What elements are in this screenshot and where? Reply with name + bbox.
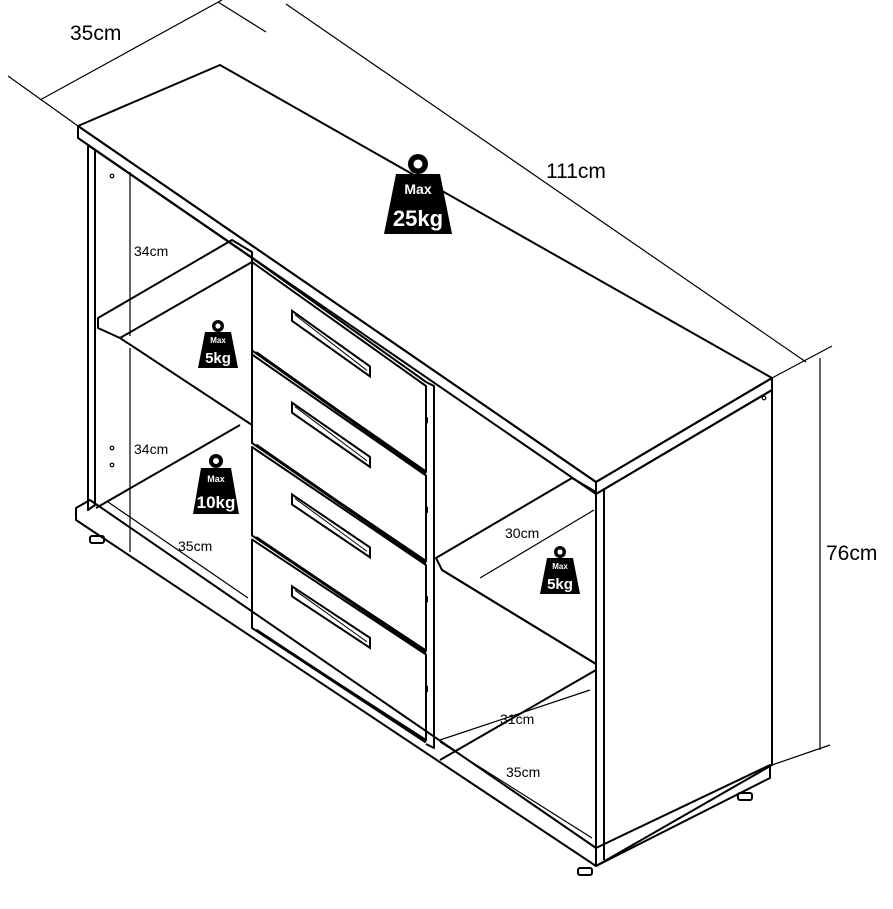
dimension-labels: 35cm 111cm 76cm 34cm 34cm 35cm 30cm 31cm… bbox=[70, 22, 877, 780]
weight-icon-top: Max 25kg bbox=[384, 154, 452, 234]
drawer-front[interactable] bbox=[251, 446, 427, 652]
dim-ext-height bbox=[771, 744, 831, 766]
drawer-shadow-edge bbox=[255, 351, 427, 475]
dim-line-depth-top bbox=[39, 0, 223, 101]
drawer-handle[interactable] bbox=[291, 584, 371, 650]
drawer-handle[interactable] bbox=[291, 492, 371, 560]
label-left-lower: 34cm bbox=[134, 441, 168, 457]
left-shelf-back-edge bbox=[119, 337, 253, 426]
foot-front bbox=[577, 867, 593, 876]
right-side-panel bbox=[595, 389, 773, 867]
foot-right bbox=[737, 792, 753, 801]
drawer-handle[interactable] bbox=[291, 308, 371, 379]
peg-hole bbox=[761, 395, 767, 401]
label-height: 76cm bbox=[826, 542, 877, 565]
label-depth-top: 35cm bbox=[70, 22, 121, 45]
dim-line-right-lower bbox=[439, 689, 591, 741]
weight-icon-left-upper: Max 5kg bbox=[198, 320, 238, 368]
dim-line-right-upper bbox=[479, 509, 595, 579]
label-right-lower: 31cm bbox=[500, 711, 534, 727]
drawer-runner-mark bbox=[425, 596, 428, 603]
dimension-lines bbox=[7, 0, 833, 839]
left-bottom-back bbox=[95, 424, 241, 509]
drawer-front[interactable] bbox=[251, 538, 427, 741]
drawer-shadow-edge bbox=[255, 443, 427, 565]
label-width-top: 111cm bbox=[546, 160, 606, 183]
dim-line-width-top bbox=[285, 3, 807, 363]
drawer-runner-mark bbox=[425, 685, 428, 692]
weight-left-lower-label: Max bbox=[207, 474, 225, 484]
weight-right-value: 5kg bbox=[547, 576, 573, 593]
weight-icon-left-lower: Max 10kg bbox=[193, 454, 239, 514]
dim-ext-width-top bbox=[771, 345, 833, 379]
drawer-top-edge bbox=[251, 257, 427, 383]
drawer-handle-detail bbox=[294, 314, 368, 371]
foot-left bbox=[89, 535, 105, 544]
right-shelf-front bbox=[441, 569, 597, 665]
drawer-runner-mark bbox=[425, 417, 428, 424]
drawer-column-right bbox=[425, 381, 435, 749]
drawer-handle-detail bbox=[294, 589, 368, 643]
drawer-runner-mark bbox=[425, 506, 428, 513]
drawer-stack bbox=[251, 261, 428, 744]
top-right-edge bbox=[595, 377, 773, 495]
label-right-upper: 30cm bbox=[505, 525, 539, 541]
label-left-bottom: 35cm bbox=[178, 538, 212, 554]
weight-left-upper-label: Max bbox=[210, 336, 226, 345]
label-right-bottom: 35cm bbox=[506, 764, 540, 780]
peg-hole bbox=[109, 173, 115, 179]
label-left-upper: 34cm bbox=[134, 243, 168, 259]
peg-hole bbox=[109, 462, 115, 468]
weight-icon-right: Max 5kg bbox=[540, 546, 580, 594]
drawer-front[interactable] bbox=[251, 353, 427, 562]
drawer-handle-detail bbox=[294, 498, 368, 552]
weight-left-lower-value: 10kg bbox=[197, 493, 236, 512]
weight-top-label: Max bbox=[404, 181, 431, 197]
drawer-shadow-edge bbox=[255, 628, 427, 744]
drawer-front[interactable] bbox=[251, 261, 427, 473]
left-side-panel bbox=[87, 144, 96, 511]
dim-ext-depth-top-b bbox=[217, 1, 267, 33]
weight-right-label: Max bbox=[552, 562, 568, 571]
dim-line-left-bottom bbox=[107, 501, 249, 599]
weight-top-value: 25kg bbox=[393, 206, 443, 231]
drawer-handle-detail bbox=[294, 406, 368, 462]
right-middle-shelf bbox=[435, 477, 597, 665]
drawer-handle[interactable] bbox=[291, 400, 371, 469]
peg-hole bbox=[109, 445, 115, 451]
dim-ext-depth-top-a bbox=[7, 75, 79, 127]
weight-left-upper-value: 5kg bbox=[205, 350, 231, 367]
right-bottom-back bbox=[439, 669, 597, 761]
left-middle-shelf bbox=[97, 239, 253, 339]
dim-line-right-bottom bbox=[439, 741, 593, 839]
drawer-shadow-edge bbox=[255, 536, 427, 654]
